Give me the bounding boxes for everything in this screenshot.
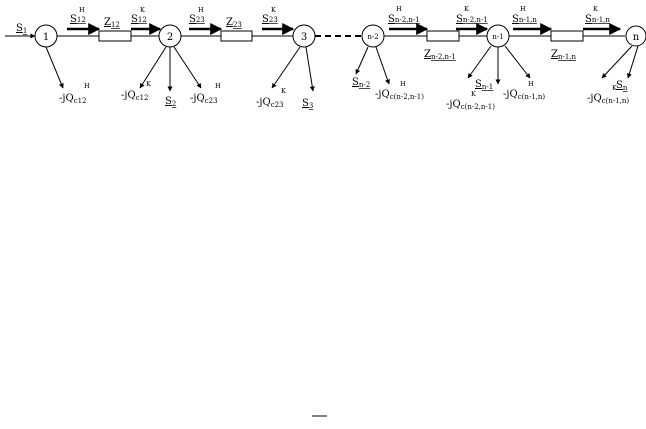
svg-text:Sn-1,n: Sn-1,n <box>585 14 610 25</box>
load-label-sn: Sn <box>616 80 628 92</box>
node-n-2: n-2 <box>361 24 385 48</box>
svg-text:H: H <box>79 6 85 14</box>
svg-text:Sn: Sn <box>616 80 628 92</box>
svg-text:-jQc12: -jQc12 <box>59 93 87 105</box>
svg-text:Z23: Z23 <box>226 17 242 29</box>
svg-text:Zn-1,n: Zn-1,n <box>551 49 577 61</box>
flow-label-s12h: S12 H <box>70 6 86 25</box>
svg-text:-jQc(n-2,n-1): -jQc(n-2,n-1) <box>375 89 424 101</box>
svg-text:S2: S2 <box>165 96 176 108</box>
svg-text:S23: S23 <box>189 14 205 25</box>
svg-text:Sn-2,n-1: Sn-2,n-1 <box>456 14 488 25</box>
load-label-s3: S3 <box>302 98 313 110</box>
load-label-sn1: Sn-1 <box>475 79 493 91</box>
svg-text:3: 3 <box>301 32 307 43</box>
svg-text:K: K <box>271 6 276 14</box>
flow-label-s12k: S12 K <box>131 6 147 25</box>
svg-text:K: K <box>593 5 598 13</box>
svg-text:1: 1 <box>43 32 49 43</box>
svg-text:K: K <box>146 80 151 88</box>
svg-text:-jQc12: -jQc12 <box>121 90 149 102</box>
svg-text:-jQc23: -jQc23 <box>190 93 218 105</box>
charging-label-qcn1nh: -jQc(n-1,n) H <box>503 80 545 101</box>
svg-text:2: 2 <box>167 32 173 43</box>
svg-text:n-1: n-1 <box>492 33 503 41</box>
branch-arrows <box>45 45 639 92</box>
svg-text:H: H <box>396 5 402 13</box>
svg-text:K: K <box>471 90 476 98</box>
svg-text:S23: S23 <box>262 14 278 25</box>
charging-label-qcn1nk: -jQc(n-1,n) K <box>587 84 629 105</box>
svg-text:H: H <box>215 82 221 90</box>
svg-text:Zn-2,n-1: Zn-2,n-1 <box>424 49 456 61</box>
svg-text:-jQc(n-1,n): -jQc(n-1,n) <box>587 93 629 105</box>
svg-text:H: H <box>520 5 526 13</box>
svg-text:n-2: n-2 <box>367 33 378 41</box>
impedance-zn1n: Zn-1,n <box>550 30 584 61</box>
flow-label-s23h: S23 H <box>189 6 205 25</box>
flow-label-sn1nh: Sn-1,n H <box>512 5 537 25</box>
node-n: n <box>625 25 646 47</box>
flow-label-sn2n1k: Sn-2,n-1 K <box>456 5 488 25</box>
impedance-z12: Z12 <box>98 17 132 42</box>
charging-label-qc23h: -jQc23 H <box>190 82 221 105</box>
svg-text:Sn-2,n-1: Sn-2,n-1 <box>388 14 420 25</box>
svg-text:H: H <box>198 6 204 14</box>
svg-text:Sn-2: Sn-2 <box>352 77 370 89</box>
svg-text:S1: S1 <box>16 23 27 35</box>
svg-text:H: H <box>84 82 90 90</box>
impedance-z23: Z23 <box>220 17 253 42</box>
svg-text:K: K <box>612 84 617 92</box>
svg-text:S12: S12 <box>70 14 86 25</box>
svg-text:n: n <box>633 32 640 43</box>
svg-text:S12: S12 <box>131 14 147 25</box>
svg-text:K: K <box>464 5 469 13</box>
svg-text:H: H <box>400 80 406 88</box>
svg-text:Z12: Z12 <box>104 17 120 29</box>
node-2: 2 <box>158 24 182 48</box>
load-label-s2: S2 <box>165 96 176 108</box>
svg-text:Sn-1: Sn-1 <box>475 79 493 91</box>
charging-label-qc23k: -jQc23 K <box>256 87 286 109</box>
load-label-sn2: Sn-2 <box>352 77 370 89</box>
node-3: 3 <box>292 24 316 48</box>
svg-text:-jQc(n-1,n): -jQc(n-1,n) <box>503 89 545 101</box>
svg-text:K: K <box>140 6 145 14</box>
svg-text:H: H <box>528 80 534 88</box>
node-n-1: n-1 <box>486 24 510 48</box>
source-injection: S1 <box>5 23 36 39</box>
impedance-zn2n1: Zn-2,n-1 <box>424 30 460 61</box>
flow-label-sn2n1h: Sn-2,n-1 H <box>388 5 420 25</box>
flow-label-s23k: S23 K <box>262 6 278 25</box>
node-1: 1 <box>34 24 58 48</box>
svg-text:S3: S3 <box>302 98 313 110</box>
charging-label-qcn2n1h: -jQc(n-2,n-1) H <box>375 80 424 101</box>
charging-label-qc12h: -jQc12 H <box>59 82 90 105</box>
charging-label-qc12k: -jQc12 K <box>121 80 151 102</box>
svg-text:-jQc(n-2,n-1): -jQc(n-2,n-1) <box>446 99 495 111</box>
charging-label-qcn2n1k: -jQc(n-2,n-1) K <box>446 90 495 111</box>
flow-label-sn1nk: Sn-1,n K <box>585 5 610 25</box>
svg-text:Sn-1,n: Sn-1,n <box>512 14 537 25</box>
svg-text:K: K <box>281 87 286 95</box>
svg-text:-jQc23: -jQc23 <box>256 97 284 109</box>
